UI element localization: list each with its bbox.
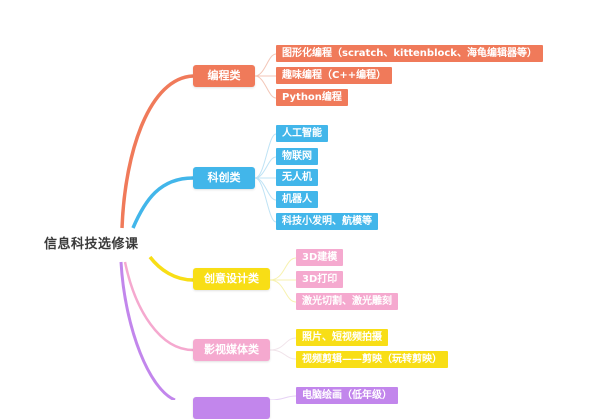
- leaf-python-programming[interactable]: Python编程: [276, 89, 348, 106]
- mind-map-canvas: 信息科技选修课 编程类 图形化编程（scratch、kittenblock、海龟…: [44, 45, 543, 419]
- leaf-tech-inventions[interactable]: 科技小发明、航模等: [276, 213, 378, 230]
- leaf-ai[interactable]: 人工智能: [276, 125, 328, 142]
- branch-innovation[interactable]: 科创类: [193, 167, 255, 189]
- leaf-connectors-painting: [269, 395, 297, 400]
- leaf-3d-modeling[interactable]: 3D建模: [296, 249, 344, 266]
- leaf-label: Python编程: [282, 92, 342, 103]
- leaf-label: 激光切割、激光雕刻: [302, 296, 392, 307]
- leaf-label: 科技小发明、航模等: [282, 216, 372, 227]
- leaf-connectors-programming: [254, 53, 277, 99]
- leaf-label: 图形化编程（scratch、kittenblock、海龟编辑器等）: [282, 48, 537, 59]
- leaf-label: 3D建模: [302, 252, 338, 263]
- connector-programming: [120, 74, 194, 229]
- leaf-3d-printing[interactable]: 3D打印: [296, 271, 344, 288]
- leaf-fun-programming[interactable]: 趣味编程（C++编程）: [276, 67, 393, 84]
- branch-media[interactable]: 影视媒体类: [193, 339, 270, 361]
- branch-label: 创意设计类: [204, 272, 259, 285]
- leaf-graphical-programming[interactable]: 图形化编程（scratch、kittenblock、海龟编辑器等）: [276, 45, 543, 62]
- connector-media: [123, 261, 194, 352]
- connector-painting: [119, 261, 176, 400]
- leaf-connectors-design: [269, 257, 297, 303]
- leaf-photo-video-shooting[interactable]: 照片、短视频拍摄: [296, 329, 388, 346]
- branch-label: 科创类: [207, 171, 241, 184]
- leaf-label: 电脑绘画（低年级）: [302, 390, 392, 401]
- leaf-video-editing[interactable]: 视频剪辑——剪映（玩转剪映）: [296, 351, 448, 368]
- leaf-label: 照片、短视频拍摄: [302, 332, 382, 343]
- leaf-drone[interactable]: 无人机: [276, 169, 318, 186]
- root-topic[interactable]: 信息科技选修课: [44, 237, 139, 252]
- leaf-connectors-innovation: [254, 133, 277, 223]
- branch-label: 编程类: [207, 69, 241, 82]
- branch-painting[interactable]: [193, 397, 270, 419]
- connector-innovation: [131, 176, 194, 229]
- leaf-robot[interactable]: 机器人: [276, 191, 318, 208]
- leaf-label: 3D打印: [302, 274, 338, 285]
- leaf-laser-cutting[interactable]: 激光切割、激光雕刻: [296, 293, 398, 310]
- branch-label: 影视媒体类: [204, 343, 259, 356]
- mind-map-connectors: [119, 53, 297, 400]
- leaf-label: 机器人: [282, 194, 312, 205]
- connector-design: [148, 255, 194, 282]
- leaf-label: 视频剪辑——剪映（玩转剪映）: [302, 354, 442, 365]
- leaf-label: 物联网: [282, 151, 312, 162]
- leaf-label: 无人机: [282, 172, 312, 183]
- leaf-connectors-media: [269, 337, 297, 360]
- branch-programming[interactable]: 编程类: [193, 65, 255, 87]
- leaf-label: 趣味编程（C++编程）: [282, 70, 387, 81]
- leaf-label: 人工智能: [282, 128, 322, 139]
- leaf-iot[interactable]: 物联网: [276, 148, 318, 165]
- branch-creative-design[interactable]: 创意设计类: [193, 268, 270, 290]
- leaf-computer-painting[interactable]: 电脑绘画（低年级）: [296, 387, 398, 404]
